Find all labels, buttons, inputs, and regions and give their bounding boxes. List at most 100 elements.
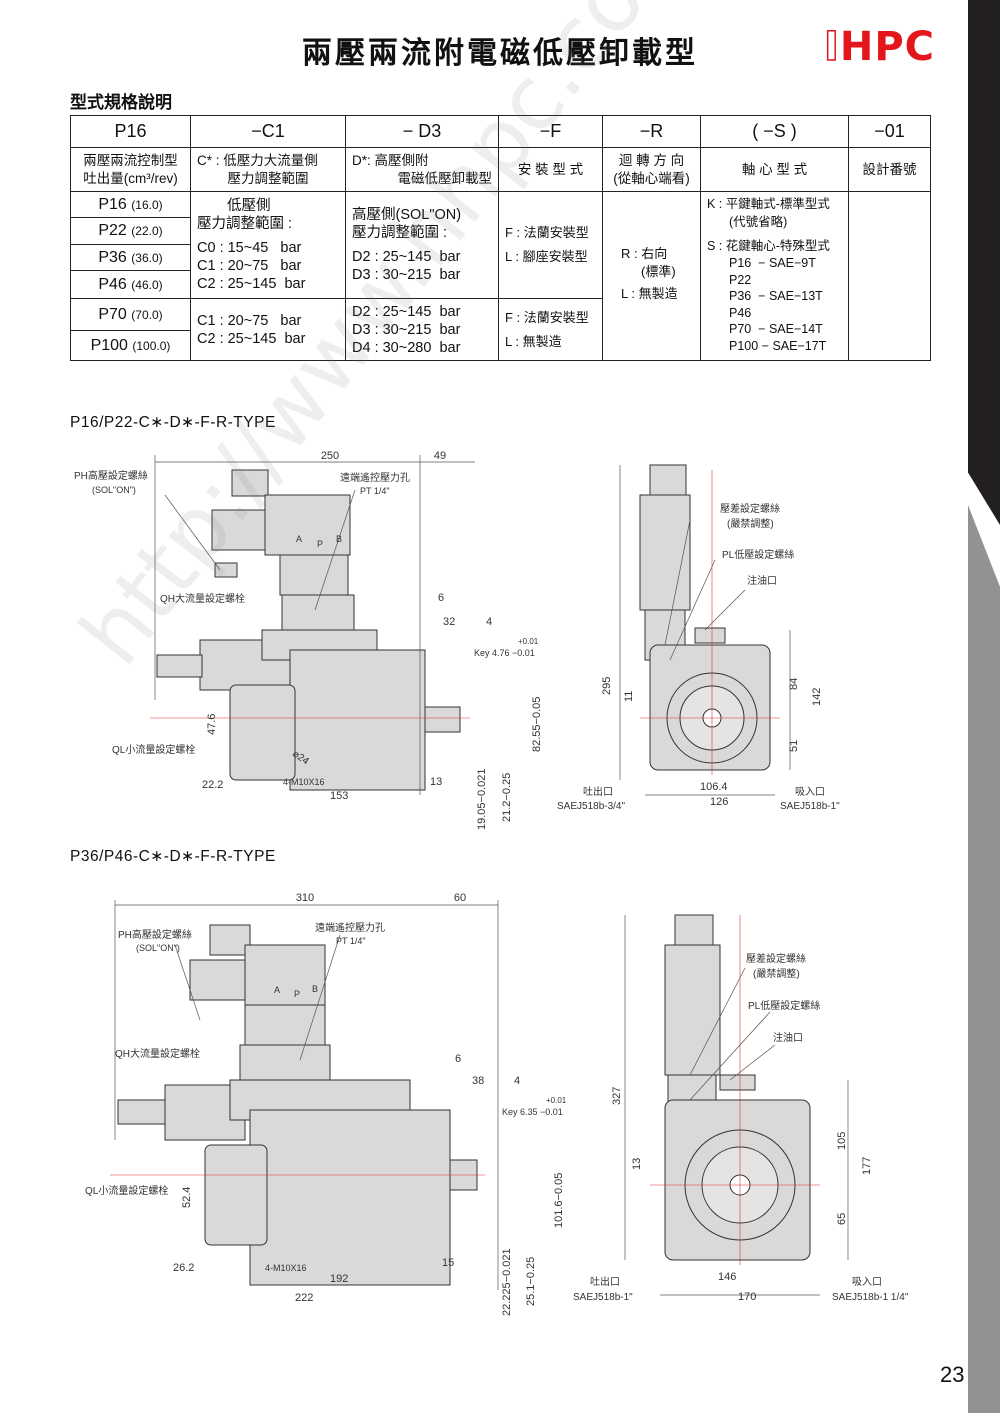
page-title: 兩壓兩流附電磁低壓卸載型 bbox=[302, 36, 698, 71]
header-model: P16 bbox=[70, 115, 191, 148]
dim-22-225: 22.225−0.021 bbox=[501, 1248, 513, 1316]
pt-label: PT 1/4" bbox=[360, 486, 390, 496]
dim-4: 4 bbox=[514, 1075, 520, 1087]
qh-label: QH大流量設定螺栓 bbox=[160, 592, 245, 605]
header-s: ( −S ) bbox=[700, 115, 849, 148]
dim-38: 38 bbox=[472, 1075, 484, 1087]
ql-label: QL小流量設定螺栓 bbox=[85, 1184, 168, 1197]
diff-note: (嚴禁調整) bbox=[753, 967, 800, 980]
dim-11: 11 bbox=[623, 691, 635, 702]
dim-52-4: 52.4 bbox=[181, 1187, 193, 1208]
dim-222: 222 bbox=[295, 1292, 313, 1304]
dim-126: 126 bbox=[710, 796, 728, 808]
dim-21-2: 21.2−0.25 bbox=[501, 773, 513, 822]
pump2-front-view bbox=[664, 914, 811, 1261]
key-label: Key 6.35 −0.01 bbox=[502, 1107, 563, 1117]
dim-170: 170 bbox=[738, 1291, 756, 1303]
remote-port-label: 遠端遙控壓力孔 bbox=[340, 471, 410, 484]
model-cell: P36 (36.0) bbox=[70, 244, 191, 271]
dim-82-55: 82.55−0.05 bbox=[531, 697, 543, 752]
pump2-side-view bbox=[117, 924, 478, 1286]
ph-sol-label: (SOL"ON") bbox=[92, 485, 136, 495]
header-f: −F bbox=[498, 115, 603, 148]
shaft-options: K : 平鍵軸式-標準型式(代號省略) S : 花鍵軸心-特殊型式 P16 − … bbox=[700, 191, 849, 361]
port-b: B bbox=[336, 534, 342, 544]
remote-port-label: 遠端遙控壓力孔 bbox=[315, 921, 385, 934]
desc-d: D*: 高壓側附電磁低壓卸載型 bbox=[345, 147, 499, 192]
fill-port-label: 注油口 bbox=[747, 574, 777, 587]
bolt-label: 4-M10X16 bbox=[265, 1263, 307, 1273]
model-cell: P100 (100.0) bbox=[70, 330, 191, 361]
key-label: Key 4.76 −0.01 bbox=[474, 648, 535, 658]
header-r: −R bbox=[602, 115, 701, 148]
header-d: − D3 bbox=[345, 115, 499, 148]
model-cell: P22 (22.0) bbox=[70, 217, 191, 245]
ql-label: QL小流量設定螺栓 bbox=[112, 743, 195, 756]
dimension-lines bbox=[114, 455, 849, 1296]
model-spec-table: P16 −C1 − D3 −F −R ( −S ) −01 兩壓兩流控制型吐出量… bbox=[70, 115, 931, 361]
inlet-sae: SAEJ518b-1" bbox=[780, 801, 840, 812]
desc-r: 迴 轉 方 向(從軸心端看) bbox=[602, 147, 701, 192]
dim-13: 13 bbox=[430, 776, 442, 788]
key-tol: +0.01 bbox=[518, 637, 539, 646]
dim-310: 310 bbox=[296, 892, 314, 904]
dim-65: 65 bbox=[836, 1213, 848, 1225]
port-a: A bbox=[274, 985, 280, 995]
table-header-row: P16 −C1 − D3 −F −R ( −S ) −01 bbox=[70, 115, 931, 148]
dim-22-2: 22.2 bbox=[202, 779, 223, 791]
bolt-label: 4-M10X16 bbox=[283, 777, 325, 787]
outlet-sae: SAEJ518b-3/4" bbox=[557, 801, 625, 812]
pump1-front-view bbox=[639, 464, 771, 771]
outlet-sae: SAEJ518b-1" bbox=[573, 1292, 633, 1303]
dim-84: 84 bbox=[788, 678, 800, 690]
dim-32: 32 bbox=[443, 616, 455, 628]
dim-51: 51 bbox=[788, 740, 800, 752]
diff-label: 壓差設定螺絲 bbox=[746, 952, 806, 965]
side-tab-gray bbox=[968, 505, 1000, 1413]
ph-sol-label: (SOL"ON") bbox=[136, 943, 180, 953]
desc-c: C* : 低壓力大流量側壓力調整範圍 bbox=[190, 147, 346, 192]
drawing1-type-label: P16/P22-C∗-D∗-F-R-TYPE bbox=[70, 414, 276, 431]
inlet-label: 吸入口 bbox=[852, 1277, 882, 1288]
diff-note: (嚴禁調整) bbox=[727, 517, 774, 530]
dim-4: 4 bbox=[486, 616, 492, 628]
inlet-sae: SAEJ518b-1 1/4" bbox=[832, 1292, 909, 1303]
key-tol: +0.01 bbox=[546, 1096, 567, 1105]
pt-label: PT 1/4" bbox=[336, 936, 366, 946]
port-a: A bbox=[296, 534, 302, 544]
dim-327: 327 bbox=[611, 1087, 623, 1105]
dim-49: 49 bbox=[434, 450, 446, 462]
pl-label: PL低壓設定螺絲 bbox=[722, 548, 794, 561]
table-row: P22 (22.0) bbox=[70, 217, 931, 245]
model-cell: P16 (16.0) bbox=[70, 191, 191, 218]
fill-port-label: 注油口 bbox=[773, 1031, 803, 1044]
desc-f: 安 裝 型 式 bbox=[498, 147, 603, 192]
dim-105: 105 bbox=[836, 1132, 848, 1150]
model-cell: P70 (70.0) bbox=[70, 298, 191, 331]
pl-label: PL低壓設定螺絲 bbox=[748, 999, 820, 1012]
dim-60: 60 bbox=[454, 892, 466, 904]
drawing2-type-label: P36/P46-C∗-D∗-F-R-TYPE bbox=[70, 848, 276, 865]
dim-106-4: 106.4 bbox=[700, 781, 728, 793]
model-cell: P46 (46.0) bbox=[70, 270, 191, 299]
dim-47-6: 47.6 bbox=[206, 714, 218, 735]
table-row: P46 (46.0) bbox=[70, 270, 931, 299]
qh-label: QH大流量設定螺栓 bbox=[115, 1047, 200, 1060]
dim-26-2: 26.2 bbox=[173, 1262, 194, 1274]
dim-142: 142 bbox=[811, 688, 823, 706]
ph-label: PH高壓設定螺絲 bbox=[118, 928, 192, 941]
ph-label: PH高壓設定螺絲 bbox=[74, 469, 148, 482]
table-desc-row: 兩壓兩流控制型吐出量(cm³/rev) C* : 低壓力大流量側壓力調整範圍 D… bbox=[70, 147, 931, 192]
dim-6: 6 bbox=[438, 592, 444, 604]
dim-6: 6 bbox=[455, 1053, 461, 1065]
dim-15: 15 bbox=[442, 1257, 454, 1269]
dim-25-1: 25.1−0.25 bbox=[525, 1257, 537, 1306]
page-number: 23 bbox=[940, 1362, 965, 1387]
dim-13: 13 bbox=[631, 1158, 643, 1170]
outlet-label: 吐出口 bbox=[590, 1275, 620, 1288]
